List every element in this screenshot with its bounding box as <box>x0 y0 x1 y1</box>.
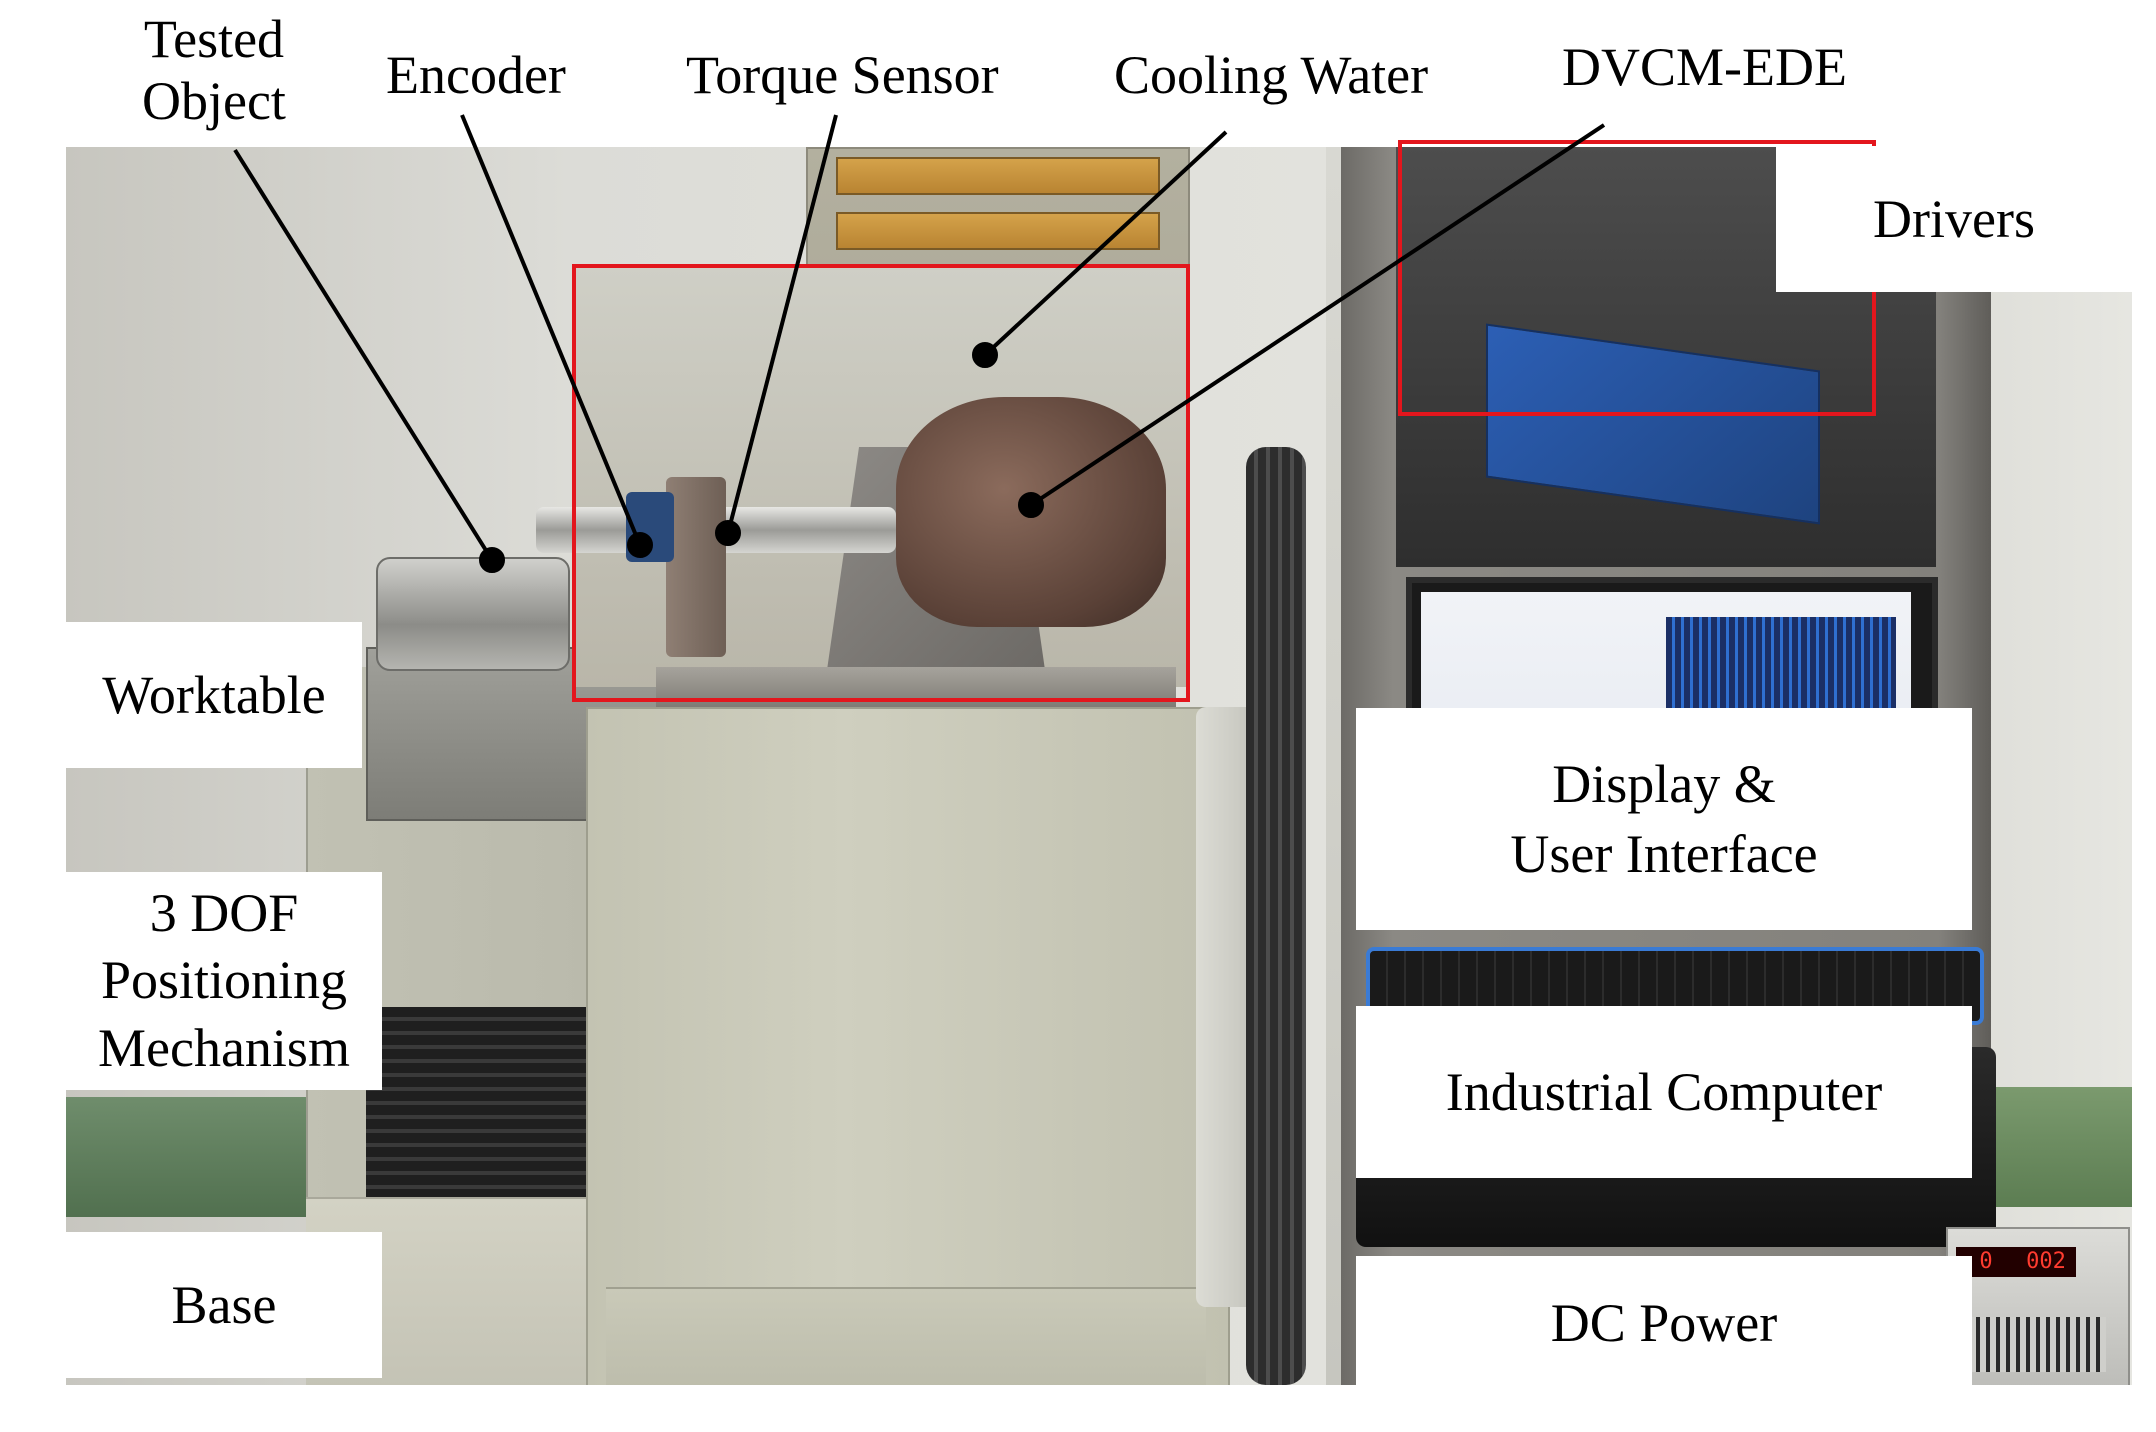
label-positioning-mechanism: 3 DOF Positioning Mechanism <box>66 872 382 1090</box>
label-base: Base <box>66 1232 382 1378</box>
dvcm-ede-highlight-box <box>572 264 1190 702</box>
central-cabinet <box>586 707 1230 1385</box>
label-worktable: Worktable <box>66 622 362 768</box>
label-dc-power: DC Power <box>1356 1256 1972 1390</box>
label-drivers: Drivers <box>1776 146 2132 292</box>
label-industrial-computer: Industrial Computer <box>1356 1006 1972 1178</box>
label-encoder: Encoder <box>386 45 566 105</box>
coupling-disk <box>666 477 726 657</box>
label-tested-object: Tested Object <box>142 9 286 132</box>
dc-power-vents <box>1966 1317 2106 1372</box>
wall-panel-strip <box>836 212 1160 250</box>
label-dvcm-ede: DVCM-EDE <box>1562 37 1847 97</box>
floor-right <box>1992 1087 2132 1207</box>
label-cooling-water: Cooling Water <box>1114 45 1429 105</box>
cable-bundle <box>1246 447 1306 1385</box>
label-torque-sensor: Torque Sensor <box>686 45 999 105</box>
tested-object-ring <box>376 557 570 671</box>
label-display-user-interface: Display & User Interface <box>1356 708 1972 930</box>
cabinet-lower-panel <box>606 1287 1206 1385</box>
dc-power-readout-2: 002 <box>2016 1247 2076 1277</box>
wall-panel-strip <box>836 157 1160 195</box>
